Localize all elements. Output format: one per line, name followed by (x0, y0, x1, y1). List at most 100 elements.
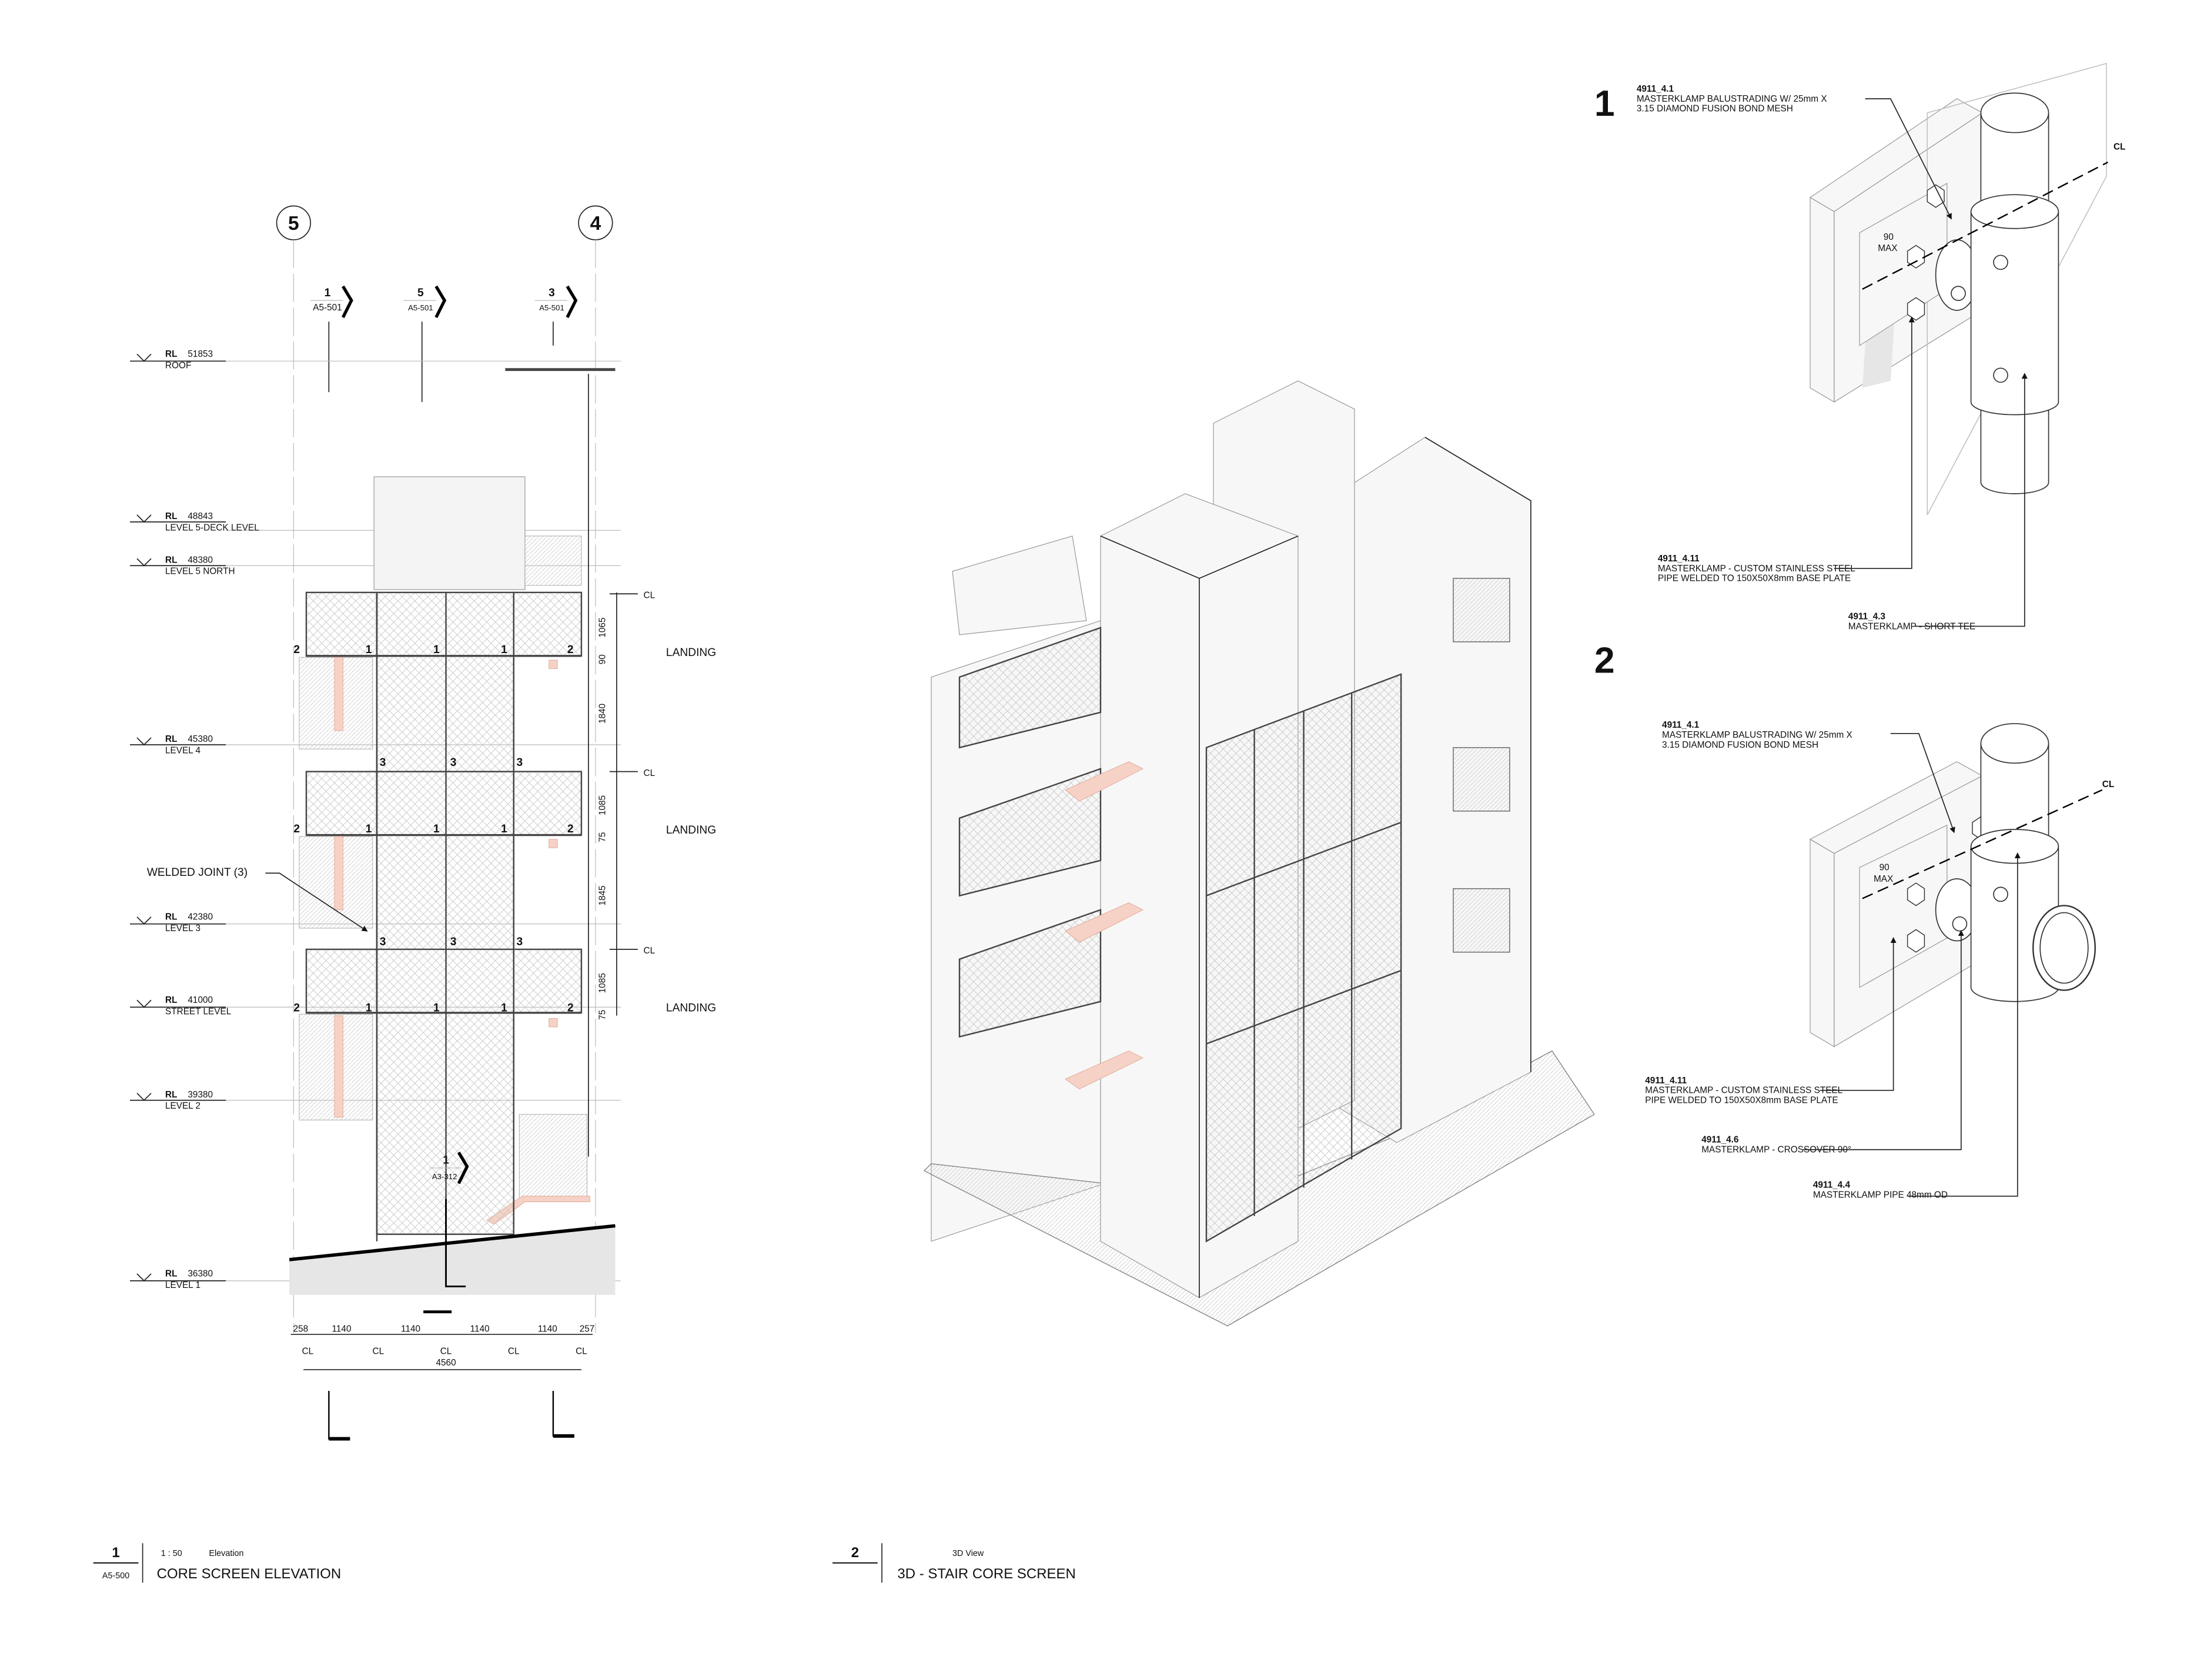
label: 1065 (598, 618, 608, 638)
landing-label: LANDING (666, 1002, 716, 1015)
label: RL (165, 912, 177, 922)
core-screen-elevation: 5 4 1 A5-501 5 A5-501 3 A5-501 (130, 205, 716, 1441)
label: 1 (501, 823, 507, 835)
label: 1140 (470, 1324, 490, 1334)
label: ROOF (165, 360, 191, 370)
label: RL (165, 995, 177, 1005)
section-mark-3: 3 A5-501 (534, 285, 578, 346)
detail-1-short-tee: 1 CL 90 MAX 4911_4.1 MASTERKLAMP BALUSTR… (1594, 63, 2125, 631)
leader-line (265, 872, 368, 932)
label: PIPE WELDED TO 150X50X8mm BASE PLATE (1645, 1096, 1838, 1106)
label: 1 (1594, 83, 1615, 124)
label: 3 (450, 757, 457, 769)
label: 4911_4.4 (1813, 1180, 1851, 1190)
label: 1 (366, 1002, 372, 1015)
label: MASTERKLAMP BALUSTRADING W/ 25mm X (1662, 730, 1852, 740)
label: RL (165, 1090, 177, 1100)
short-tee (1970, 211, 2059, 416)
label: CL (373, 1347, 384, 1357)
landing-label: LANDING (666, 824, 716, 836)
label: LEVEL 4 (165, 745, 200, 755)
detail-2-notes: 4911_4.1 MASTERKLAMP BALUSTRADING W/ 25m… (1645, 720, 2021, 1200)
balustrade-panel (513, 948, 583, 1014)
label: 2 (1594, 641, 1615, 681)
3d-stair-core-view (923, 380, 1595, 1327)
label: 3 (450, 936, 457, 948)
label: 1 (433, 823, 440, 835)
label: 1 : 50 (161, 1549, 182, 1558)
label: MASTERKLAMP - CROSSOVER 90° (1701, 1145, 1851, 1155)
label: 75 (598, 1010, 608, 1020)
label: A5-500 (102, 1571, 129, 1581)
section-mark-a3-312: 1 A3-312 (429, 1152, 469, 1184)
label: 258 (293, 1324, 309, 1334)
label: 1085 (598, 973, 608, 993)
label: 2 (293, 823, 300, 835)
label: Elevation (209, 1549, 243, 1558)
label: 2 (567, 644, 574, 656)
label: CL (2102, 779, 2114, 789)
label: MAX (1874, 874, 1893, 884)
label: 4911_4.6 (1701, 1135, 1738, 1145)
label: LEVEL 2 (165, 1101, 200, 1111)
label: 3 (380, 936, 386, 948)
label: CL (644, 768, 656, 778)
label: CL (644, 590, 656, 600)
grid-label: 5 (288, 213, 299, 235)
label: CL (508, 1347, 520, 1357)
label: CL (644, 946, 656, 956)
label: 3D - STAIR CORE SCREEN (897, 1566, 1075, 1582)
label: 48380 (188, 555, 213, 565)
label: 4911_4.11 (1645, 1076, 1687, 1086)
label: 1 (112, 1545, 119, 1561)
label: 75 (598, 832, 608, 842)
label: CORE SCREEN ELEVATION (157, 1566, 342, 1582)
label: 3 (380, 757, 386, 769)
label: RL (165, 734, 177, 744)
label: 1 (433, 644, 440, 656)
label: 1 (501, 1002, 507, 1015)
label: MAX (1878, 243, 1897, 253)
label: 1 (433, 1002, 440, 1015)
title-block-2: 2 3D View 3D - STAIR CORE SCREEN (832, 1543, 1076, 1583)
label: RL (165, 555, 177, 565)
label: 1140 (332, 1324, 351, 1334)
label: CL (2114, 142, 2125, 152)
label: 4911_4.11 (1658, 554, 1700, 564)
label: 3 (517, 757, 523, 769)
label: 1 (366, 823, 372, 835)
vertical-dimensions: CL CL CL 1065 90 1840 1085 75 1845 1085 … (598, 590, 656, 1019)
label: 42380 (188, 912, 213, 922)
label: 2 (567, 823, 574, 835)
label: RL (165, 511, 177, 521)
label: 90 (1884, 232, 1894, 242)
label: MASTERKLAMP PIPE 48mm OD (1813, 1190, 1948, 1200)
section-sheet: A5-501 (539, 303, 564, 312)
mesh-screen (305, 591, 583, 1241)
section-sheet: A5-501 (408, 303, 433, 312)
label: 1 (443, 1154, 449, 1167)
label: 1 (501, 644, 507, 656)
label: 2 (293, 644, 300, 656)
label: 1140 (401, 1324, 420, 1334)
label: MASTERKLAMP - SHORT TEE (1848, 621, 1975, 631)
label: 2 (851, 1545, 859, 1561)
label: A3-312 (432, 1172, 457, 1181)
label: LEVEL 1 (165, 1280, 200, 1290)
label: 4911_4.3 (1848, 611, 1885, 621)
label: 39380 (188, 1090, 213, 1100)
label: 4911_4.1 (1637, 84, 1674, 94)
label: 2 (293, 1002, 300, 1015)
label: LEVEL 5 NORTH (165, 567, 235, 577)
background-structure (299, 368, 616, 1225)
label: 1840 (598, 704, 608, 724)
label: 3D View (952, 1549, 984, 1558)
label: RL (165, 349, 177, 359)
label: 4911_4.1 (1662, 720, 1700, 730)
